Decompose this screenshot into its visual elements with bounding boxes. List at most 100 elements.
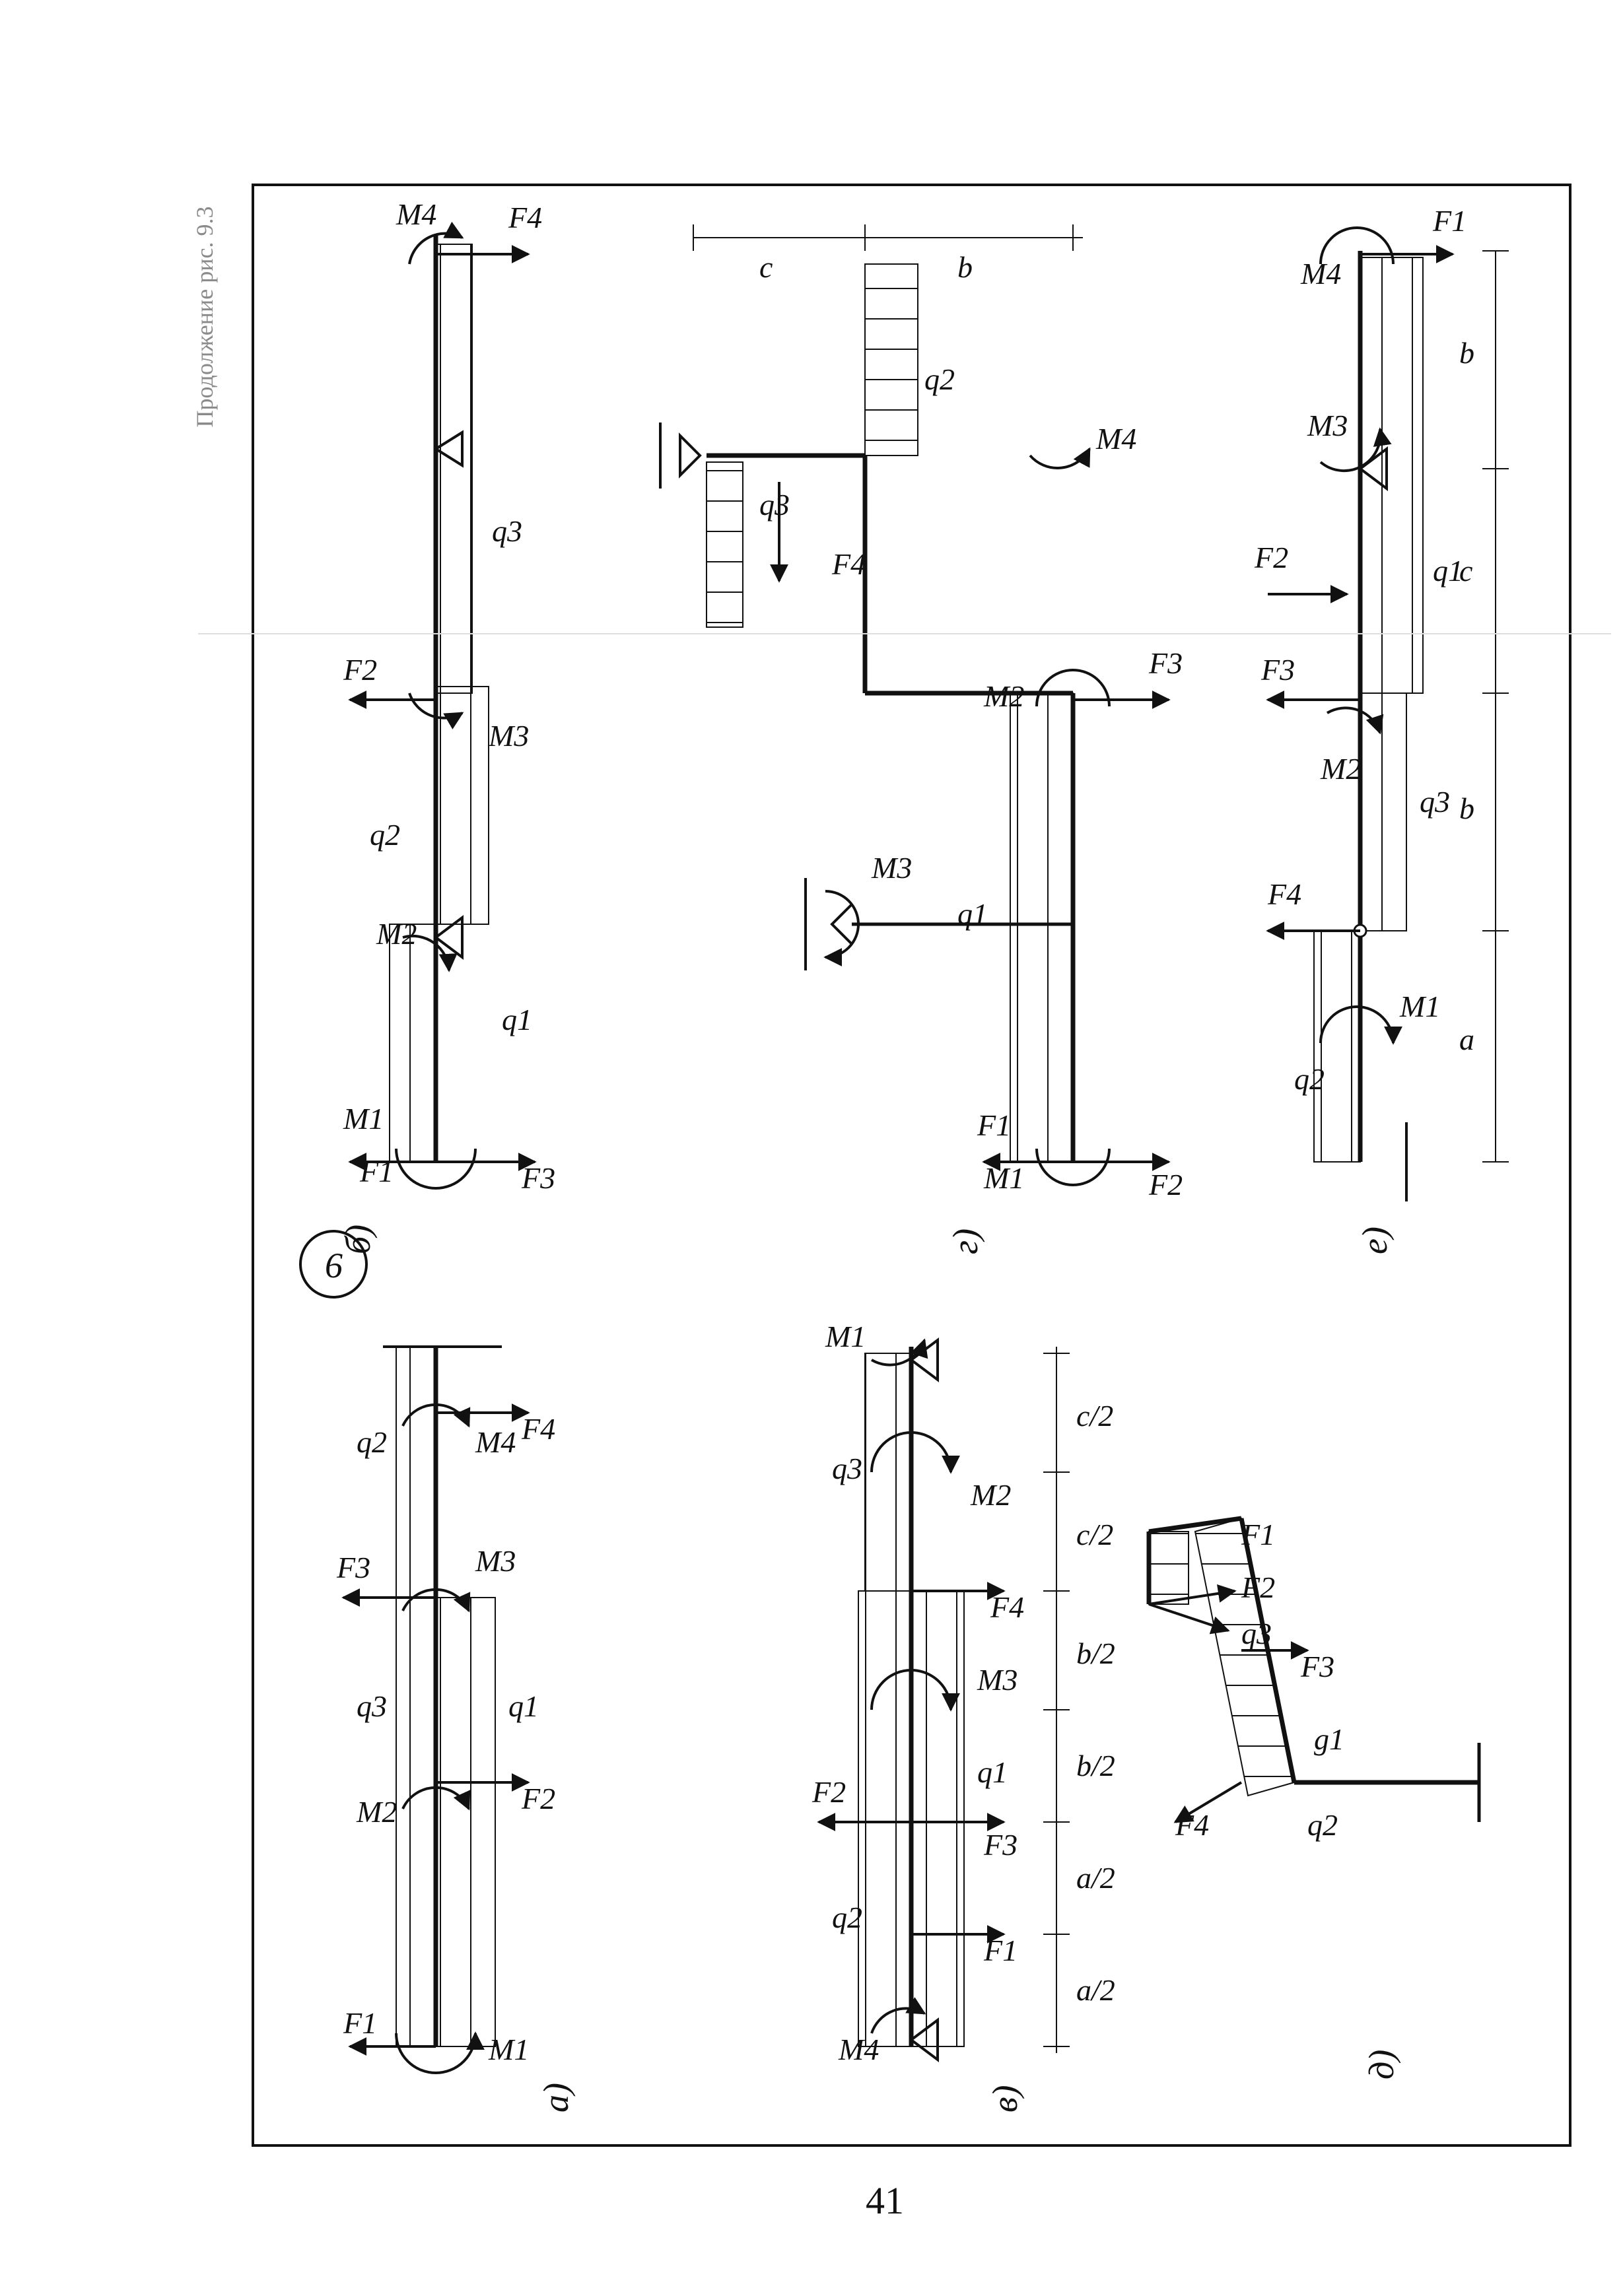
panel-g-text-q2: q2	[924, 362, 955, 396]
panel-b: б) M1 F1 F3 q1 M2 q2 F2 M3 q3 M4 F4	[338, 197, 555, 1254]
badge-text: 6	[325, 1246, 343, 1285]
panel-a-text-q3: q3	[357, 1689, 387, 1723]
panel-g-moment-M2	[1035, 669, 1111, 707]
panel-v-moment-M1	[870, 1338, 928, 1367]
panel-d-beam-2	[1148, 1516, 1242, 1534]
panel-v-moment-M4	[870, 1997, 926, 2034]
block-badge: 6	[299, 1230, 368, 1299]
panel-v-text-M1: M1	[825, 1320, 866, 1353]
panel-v-dim-2: a/2	[1076, 1861, 1115, 1895]
panel-b-text-F2: F2	[343, 653, 377, 687]
panel-a-text-F1: F1	[343, 2006, 377, 2040]
panel-e-text-F4: F4	[1267, 877, 1301, 911]
panel-v-dim-4: b/2	[1076, 1637, 1115, 1670]
panel-b-label: б)	[338, 1225, 378, 1254]
panel-d-force-F1	[1148, 1584, 1237, 1605]
panel-b-text-M1: M1	[343, 1102, 384, 1135]
panel-v-text-M4: M4	[838, 2033, 879, 2066]
panel-b-load-q2	[389, 924, 436, 1163]
panel-e-moment-M3	[1319, 427, 1392, 473]
panel-b-moment-M4	[408, 221, 464, 265]
panel-d-text-F1: F1	[1241, 1518, 1275, 1551]
panel-g-load-q2	[864, 263, 918, 456]
panel-a-moment-M1	[395, 2031, 485, 2074]
panel-v-text-F4: F4	[990, 1590, 1024, 1624]
panel-d-force-F2	[1148, 1603, 1230, 1635]
panel-v-dim-3: b/2	[1076, 1749, 1115, 1782]
panel-g-text-M3: M3	[871, 851, 912, 885]
panel-e-moment-M1	[1319, 1005, 1402, 1045]
panel-v-text-M2: M2	[970, 1478, 1011, 1512]
panel-g-text-F3: F3	[1148, 646, 1183, 680]
panel-v-text-M3: M3	[977, 1663, 1018, 1697]
panel-d-load-q3	[1148, 1531, 1189, 1605]
panel-a-moment-M3	[401, 1588, 471, 1613]
panel-v-text-F2: F2	[812, 1775, 846, 1809]
panel-a-text-F3: F3	[336, 1551, 370, 1584]
panel-e-text-q3: q3	[1420, 785, 1450, 819]
panel-g-text-M4: M4	[1095, 422, 1136, 456]
panel-e-dim-a: a	[1459, 1023, 1474, 1056]
panel-g-moment-M1	[1035, 1148, 1111, 1186]
panel-d-label: д)	[1362, 2050, 1401, 2079]
panel-v-left-support	[909, 2017, 939, 2062]
panel-d-text-q2: q2	[1307, 1808, 1338, 1842]
panel-g-text-F4: F4	[831, 547, 866, 581]
panel-v-right-support	[909, 1337, 939, 1382]
panel-v-text-q1: q1	[977, 1755, 1008, 1789]
panel-g-fixed-support	[830, 903, 853, 945]
panel-b-hinge-support	[433, 915, 464, 960]
panel-b-moment-M1	[395, 1148, 477, 1190]
panel-e-text-q1: q1	[1433, 554, 1463, 588]
panel-g-text-F1: F1	[977, 1108, 1011, 1142]
panel-g-dim-c: c	[759, 250, 773, 284]
panel-d-text-F3: F3	[1300, 1650, 1334, 1683]
panel-v-moment-M3	[870, 1669, 960, 1712]
panel-a-text-M2: M2	[356, 1795, 397, 1829]
panel-e-text-q2: q2	[1294, 1062, 1325, 1096]
panel-e-roller-support	[1358, 446, 1388, 491]
panel-b-load-q1	[435, 686, 489, 925]
panel-g-label: г)	[946, 1229, 985, 1254]
panel-b-text-F1: F1	[359, 1155, 394, 1188]
panel-v-dim-6: c/2	[1076, 1399, 1113, 1433]
panel-a-load-q1	[435, 1597, 496, 2047]
panel-g-moment-M3	[823, 890, 860, 966]
panel-v-dim-5: c/2	[1076, 1518, 1113, 1551]
panel-e-text-M3: M3	[1307, 409, 1348, 442]
panel-a-moment-M2	[401, 1786, 471, 1811]
panel-e-dim-b2: b	[1459, 336, 1474, 370]
panel-b-text-F3: F3	[521, 1161, 555, 1195]
panel-e-text-F2: F2	[1254, 541, 1288, 574]
panel-b-text-M4: M4	[396, 197, 436, 231]
panel-e-moment-M4	[1319, 226, 1395, 265]
panel-v-text-F1: F1	[983, 1934, 1018, 1967]
panel-a-text-F2: F2	[521, 1782, 555, 1815]
panel-a-text-q1: q1	[508, 1689, 539, 1723]
panel-d-text-F4: F4	[1175, 1808, 1209, 1842]
panel-b-moment-M3	[408, 692, 464, 729]
panel-d-text-F2: F2	[1241, 1570, 1275, 1604]
panel-e-text-M2: M2	[1320, 752, 1361, 786]
panel-v-text-q2: q2	[832, 1901, 862, 1934]
panel-g-moment-M4	[1029, 447, 1091, 469]
panel-g-text-q1: q1	[957, 897, 988, 931]
panel-v-load-q1	[911, 1590, 965, 2047]
panel-a-load-q2	[396, 1346, 436, 1598]
panel-g-dim-b: b	[957, 250, 973, 284]
panel-v-dim-1: a/2	[1076, 1973, 1115, 2007]
page-number: 41	[866, 2179, 904, 2222]
panel-e-text-M4: M4	[1300, 257, 1341, 290]
panel-g-text-M1: M1	[983, 1161, 1024, 1195]
panel-v-load-q2	[858, 1590, 912, 2047]
badge-circle	[299, 1230, 368, 1299]
panel-b-text-q2: q2	[370, 818, 400, 852]
panel-e-load-q3	[1360, 692, 1407, 931]
panel-b-moment-M2	[402, 934, 458, 972]
panel-e-dim-b1: b	[1459, 792, 1474, 825]
panel-e-moment-M2	[1326, 706, 1384, 735]
panel-g-text-F2: F2	[1148, 1168, 1183, 1201]
panel-b-text-M3: M3	[488, 719, 529, 753]
panel-a-text-q2: q2	[357, 1425, 387, 1459]
